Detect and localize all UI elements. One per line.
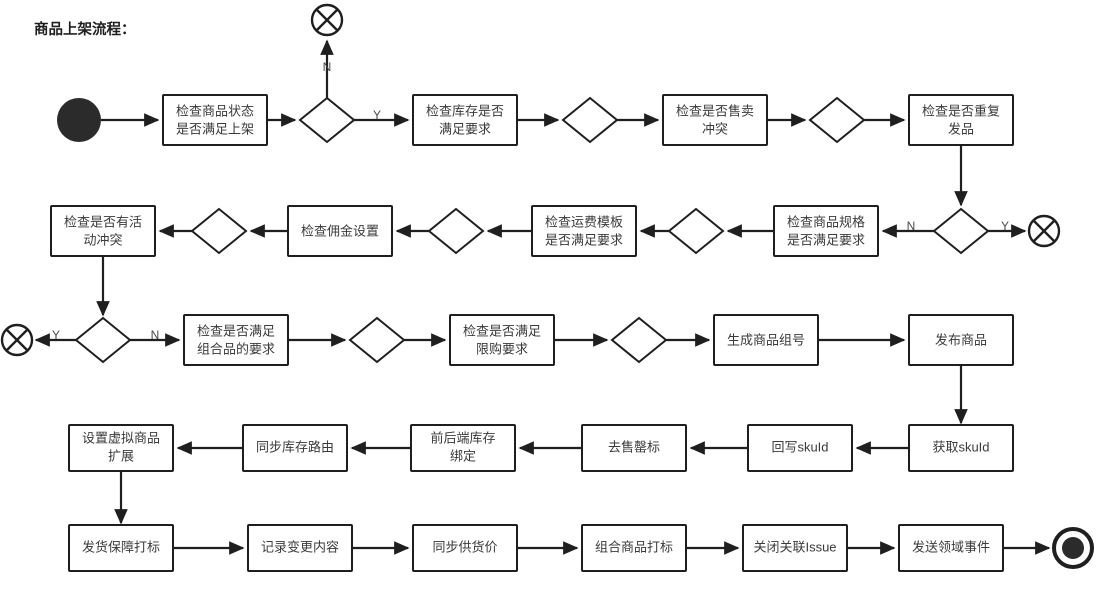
node-label: 设置虚拟商品 bbox=[82, 430, 160, 445]
decision-sale-conflict[interactable] bbox=[808, 96, 866, 144]
node-label: 冲突 bbox=[702, 121, 728, 136]
node-label: 组合商品打标 bbox=[595, 539, 673, 554]
node-label: 组合品的要求 bbox=[197, 341, 275, 356]
node-label: 检查是否有活 bbox=[64, 214, 142, 229]
error-cross-stroke bbox=[5, 328, 29, 352]
page-title: 商品上架流程： bbox=[34, 20, 136, 38]
node-label: 检查是否售卖 bbox=[676, 103, 754, 118]
node-label: 同步库存路由 bbox=[256, 439, 334, 454]
decision-product-status[interactable] bbox=[298, 96, 356, 144]
node-label: 绑定 bbox=[450, 448, 476, 463]
node-label: 检查库存是否 bbox=[426, 103, 504, 118]
decision-product-spec[interactable] bbox=[667, 207, 725, 255]
node-label: 关闭关联Issue bbox=[753, 539, 836, 554]
edge-label-yes: Y bbox=[52, 328, 60, 342]
node-label: 发品 bbox=[948, 121, 974, 136]
edge-label-yes: Y bbox=[1001, 219, 1009, 233]
node-label: 回写skuId bbox=[771, 439, 828, 454]
node-label: 检查商品规格 bbox=[787, 214, 865, 229]
node-label: 获取skuId bbox=[932, 439, 989, 454]
node-label: 是否满足上架 bbox=[176, 121, 254, 136]
decision-bundle-requirement[interactable] bbox=[348, 316, 406, 364]
node-label: 扩展 bbox=[108, 448, 134, 463]
node-label: 检查运费模板 bbox=[545, 214, 623, 229]
start-event-circle bbox=[57, 98, 101, 142]
node-label: 是否满足要求 bbox=[787, 232, 865, 247]
node-label: 检查是否重复 bbox=[922, 103, 1000, 118]
node-label: 发货保障打标 bbox=[82, 539, 160, 554]
node-label: 是否满足要求 bbox=[545, 232, 623, 247]
end-event-core bbox=[1062, 537, 1084, 559]
node-label: 限购要求 bbox=[476, 341, 528, 356]
node-label: 记录变更内容 bbox=[261, 539, 339, 554]
edge-label-no: N bbox=[323, 60, 332, 74]
node-label: 前后端库存 bbox=[430, 430, 495, 445]
error-cross-stroke bbox=[315, 8, 339, 32]
end-event-ring bbox=[1052, 527, 1094, 569]
decision-duplicate-publish[interactable] bbox=[932, 207, 990, 255]
node-label: 生成商品组号 bbox=[727, 332, 805, 347]
edge-label-no: N bbox=[907, 219, 916, 233]
error-cross-stroke bbox=[1032, 219, 1056, 243]
node-label: 动冲突 bbox=[83, 232, 122, 247]
decision-shipping-template[interactable] bbox=[427, 207, 485, 255]
node-label: 检查佣金设置 bbox=[301, 223, 379, 238]
node-label: 检查是否满足 bbox=[197, 323, 275, 338]
node-label: 发布商品 bbox=[935, 332, 987, 347]
edge-label-yes: Y bbox=[373, 108, 381, 122]
node-label: 发送领域事件 bbox=[912, 539, 990, 554]
decision-stock[interactable] bbox=[561, 96, 619, 144]
edge-label-no: N bbox=[151, 328, 160, 342]
node-label: 检查是否满足 bbox=[463, 323, 541, 338]
node-label: 满足要求 bbox=[439, 121, 491, 136]
node-label: 检查商品状态 bbox=[176, 103, 254, 118]
node-label: 同步供货价 bbox=[432, 539, 497, 554]
decision-commission[interactable] bbox=[190, 207, 248, 255]
decision-purchase-limit[interactable] bbox=[610, 316, 668, 364]
decision-activity-conflict[interactable] bbox=[74, 316, 132, 364]
node-label: 去售罄标 bbox=[608, 439, 660, 454]
